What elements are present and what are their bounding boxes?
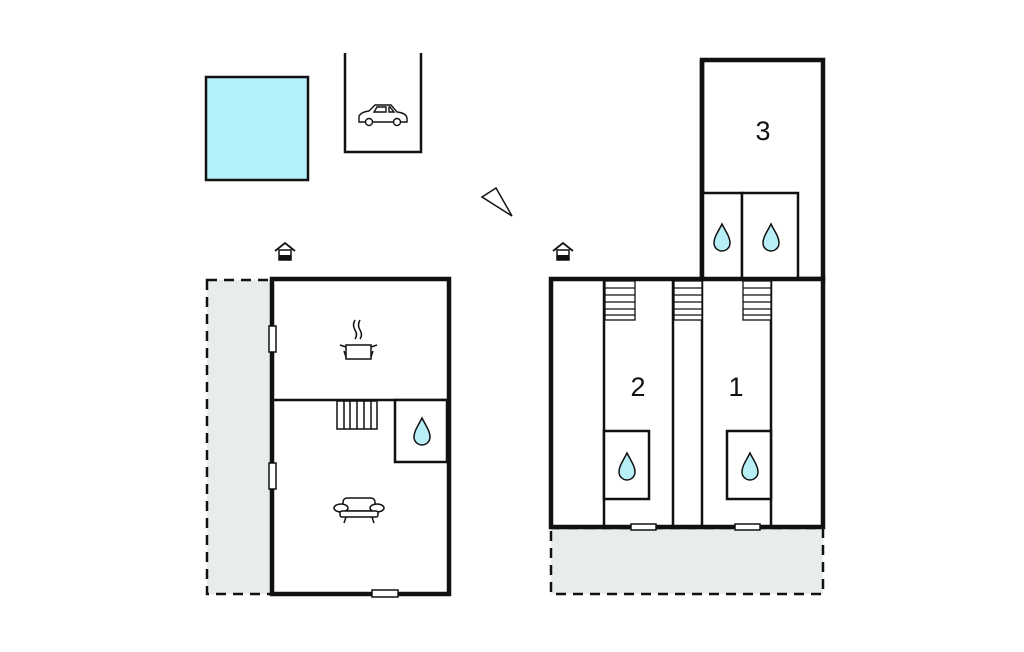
north-arrow-icon [480, 186, 513, 217]
terrace [205, 278, 274, 596]
window [630, 523, 657, 531]
left-building [205, 276, 452, 598]
car-icon [358, 104, 408, 127]
window [268, 462, 277, 490]
room-label-3: 3 [755, 116, 770, 146]
entrance-icon [552, 242, 574, 261]
stairs-icon [742, 280, 772, 321]
pool [204, 75, 310, 182]
stairs-icon [604, 280, 636, 321]
window [268, 325, 277, 353]
stairs-icon [336, 400, 378, 430]
room-label-2: 2 [630, 372, 645, 402]
right-building: 2 1 3 [548, 57, 826, 596]
bathroom [725, 429, 773, 501]
kitchen-pot-icon [339, 319, 378, 360]
entrance-icon [274, 242, 296, 261]
window [371, 589, 399, 598]
room-label-1: 1 [728, 372, 743, 402]
window [734, 523, 761, 531]
sofa-icon [333, 497, 385, 524]
stairs-icon [673, 280, 703, 321]
terrace [549, 526, 825, 596]
parking-space [343, 53, 423, 154]
